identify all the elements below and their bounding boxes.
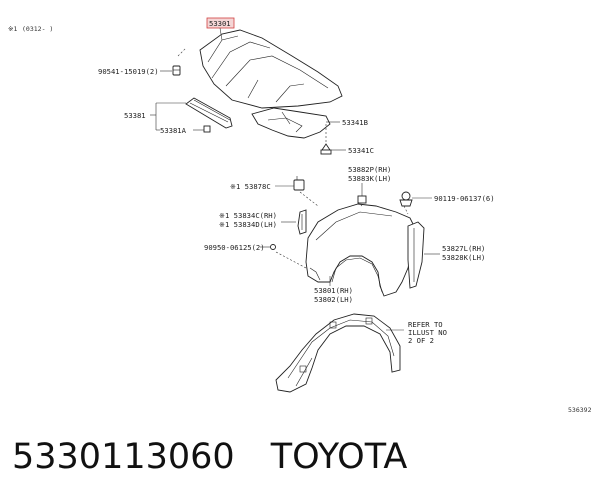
seal-clip-part[interactable]	[203, 125, 211, 133]
shield-lh-label[interactable]: 53883K(LH)	[348, 174, 391, 183]
seal-group-label[interactable]: 53381	[124, 111, 146, 120]
lock-support-label[interactable]: 53341B	[342, 118, 368, 127]
refer-line-2: ILLUST NO	[408, 328, 447, 337]
clip-part[interactable]	[293, 176, 305, 191]
fender-part[interactable]	[305, 203, 415, 297]
clip2-label[interactable]: 90950-06125(2)	[204, 243, 265, 252]
lock-support-part[interactable]	[251, 107, 331, 139]
shield-clip-part[interactable]	[357, 195, 367, 204]
screw-label[interactable]: 90119-06137(6)	[434, 194, 495, 203]
bolt-part[interactable]	[172, 65, 181, 76]
parts-diagram: ※1 (0312- ) 53301 90541-15019(2) 53381 5…	[8, 17, 592, 414]
bracket-lh-label[interactable]: ※1 53834D(LH)	[219, 220, 277, 229]
hood-label-highlight	[206, 17, 235, 29]
refer-line-3: 2 OF 2	[408, 336, 434, 345]
brand-name: TOYOTA	[270, 437, 408, 477]
screw-part[interactable]	[399, 191, 413, 207]
part-number: 5330113060	[12, 437, 235, 477]
bracket-rh-label[interactable]: ※1 53834C(RH)	[219, 211, 277, 220]
header-range: (0312- )	[22, 25, 53, 33]
figure-code: 536392	[568, 406, 592, 414]
seal-sub-label[interactable]: 53381A	[160, 126, 187, 135]
clip-ref-label[interactable]: ※1 53878C	[230, 182, 271, 191]
refer-line-1: REFER TO	[408, 320, 443, 329]
cushion-label[interactable]: 53341C	[348, 146, 374, 155]
seal-strip-part[interactable]	[185, 97, 233, 129]
seal-rh-label[interactable]: 53827L(RH)	[442, 244, 485, 253]
fender-seal-part[interactable]	[407, 221, 425, 289]
cushion-part[interactable]	[320, 143, 332, 155]
fender-liner-part[interactable]	[275, 313, 401, 393]
hood-part[interactable]	[199, 29, 343, 109]
bolt-label[interactable]: 90541-15019(2)	[98, 67, 159, 76]
part-caption: 5330113060 TOYOTA	[12, 432, 592, 482]
fender-rh-label[interactable]: 53801(RH)	[314, 286, 353, 295]
bracket-part[interactable]	[297, 209, 307, 235]
header-marker: ※1	[8, 25, 17, 33]
seal-lh-label[interactable]: 53828K(LH)	[442, 253, 485, 262]
clip2-part[interactable]	[270, 244, 276, 250]
shield-rh-label[interactable]: 53882P(RH)	[348, 165, 391, 174]
hood-label[interactable]: 53301	[209, 19, 231, 28]
fender-lh-label[interactable]: 53802(LH)	[314, 295, 353, 304]
